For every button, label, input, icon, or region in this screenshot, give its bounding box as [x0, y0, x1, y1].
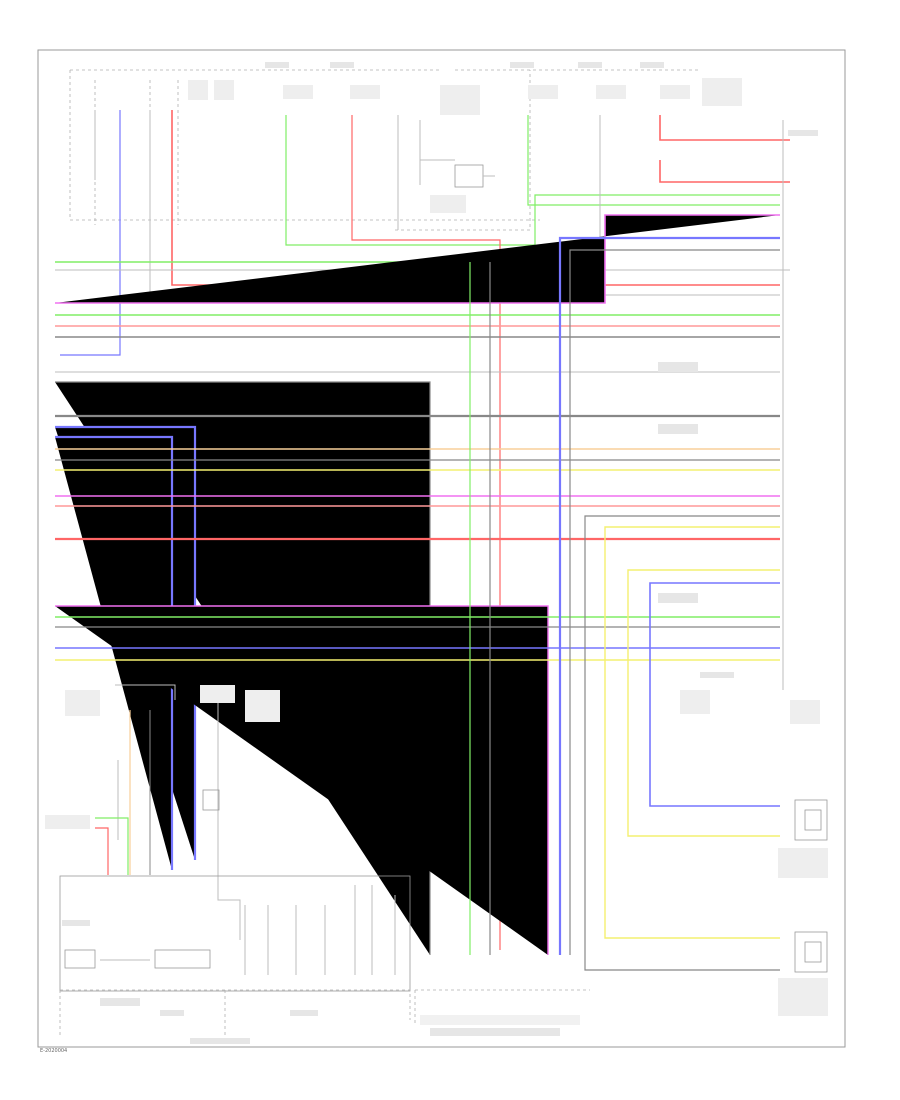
combination-meter [59, 875, 411, 1044]
diagram-frame [37, 49, 846, 1048]
relay-symbol [419, 159, 495, 213]
transmission-connector [414, 989, 590, 1036]
right-side-wires [469, 236, 780, 971]
diagram-code: E-2020004 [40, 1048, 67, 1054]
speed-sensor-rr [778, 799, 828, 878]
fuse-box-region [69, 69, 700, 221]
fuse-labels [188, 62, 742, 115]
horizontal-harness [55, 214, 790, 955]
body-ecu-connector [658, 120, 820, 724]
lower-left-components [45, 684, 280, 940]
speed-sensor-rl [778, 931, 828, 1016]
